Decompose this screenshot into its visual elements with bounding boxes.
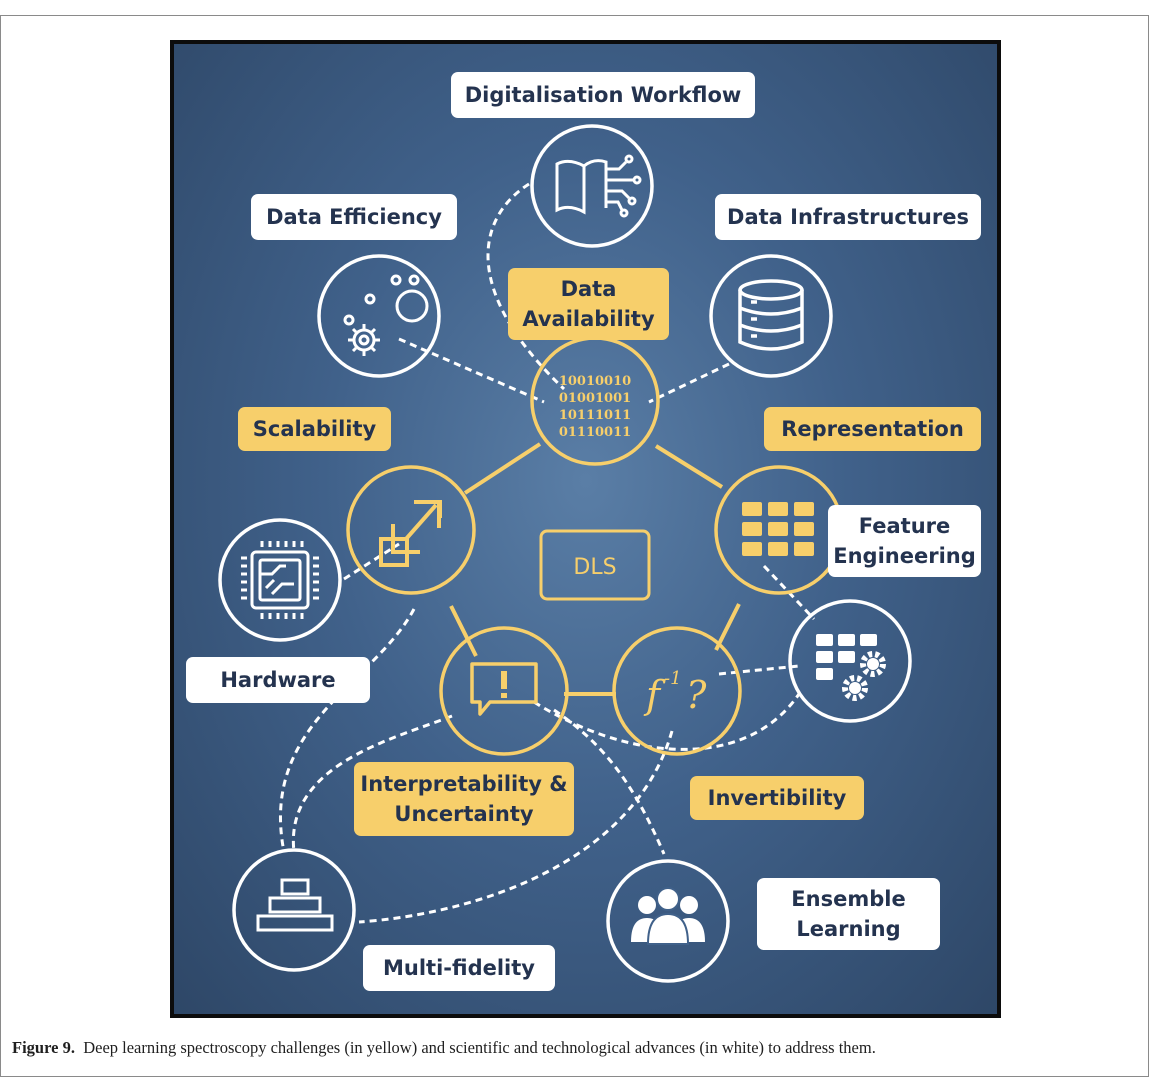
hardware-circle (218, 518, 342, 642)
figure-caption: Figure 9. Deep learning spectroscopy cha… (12, 1038, 1142, 1058)
figure-frame (0, 15, 1149, 1077)
svg-text:-1: -1 (664, 668, 682, 689)
binary-line-4: 01110011 (559, 425, 631, 440)
connector-data-efficiency (398, 337, 545, 404)
invertibility-circle (612, 626, 742, 756)
caption-text: Deep learning spectroscopy challenges (i… (83, 1038, 876, 1057)
dashed-connectors (279, 182, 816, 924)
binary-line-2: 01001001 (559, 391, 631, 406)
scalability-label: Scalability (238, 407, 391, 451)
hardware-label: Hardware (186, 657, 370, 703)
grid-icon (742, 502, 814, 556)
book-circuit-icon (555, 154, 642, 218)
diagram-canvas: DLS 10010010 01001001 10111011 01110011 (218, 124, 912, 983)
binary-line-3: 10111011 (559, 408, 631, 423)
chip-icon (241, 541, 319, 619)
binary-line-1: 10010010 (559, 374, 631, 389)
scalability-circle (346, 465, 476, 595)
dls-box (539, 529, 651, 601)
interpretability-label: Interpretability & Uncertainty (354, 762, 574, 836)
svg-text:?: ? (686, 673, 707, 717)
binary-icon: 10010010 01001001 10111011 01110011 (559, 374, 631, 440)
ensemble-learning-label: Ensemble Learning (757, 878, 940, 950)
feature-engineering-label: Feature Engineering (828, 505, 981, 577)
ensemble-circle (606, 859, 730, 983)
connector-interpretability-feature (533, 693, 801, 751)
data-infrastructures-circle (709, 254, 833, 378)
data-efficiency-circle (317, 254, 441, 378)
pyramid-icon (256, 878, 334, 932)
database-icon (738, 279, 804, 351)
grid-gears-icon (816, 634, 886, 701)
figure-panel: DLS 10010010 01001001 10111011 01110011 (170, 40, 1001, 1018)
representation-label: Representation (764, 407, 981, 451)
connector-scalability-multifidelity (279, 608, 416, 853)
connector-invertibility-feature (718, 664, 800, 676)
gear-bubbles-icon (343, 274, 429, 356)
data-efficiency-label: Data Efficiency (251, 194, 457, 240)
advance-circles (218, 124, 912, 983)
connector-digitalisation (486, 182, 566, 391)
data-infrastructures-label: Data Infrastructures (715, 194, 981, 240)
data-availability-label: Data Availability (508, 268, 669, 340)
invertibility-label: Invertibility (690, 776, 864, 820)
caption-label: Figure 9. (12, 1038, 75, 1057)
connector-interpretability-ensemble (553, 708, 666, 855)
digitalisation-circle (530, 124, 654, 248)
multi-fidelity-circle (232, 848, 356, 972)
svg-text:f: f (643, 673, 666, 717)
expand-icon (379, 500, 442, 567)
people-icon (631, 887, 705, 945)
feature-engineering-circle (788, 599, 912, 723)
inverse-function-icon: f -1 ? (643, 668, 707, 717)
speech-bubble-icon (470, 662, 538, 716)
connector-interpretability-multifidelity (291, 714, 453, 853)
dls-label: DLS (573, 555, 616, 580)
connector-hardware (343, 542, 400, 581)
challenge-pentagon (449, 442, 741, 696)
connector-data-infrastructures (648, 362, 730, 404)
multi-fidelity-label: Multi-fidelity (363, 945, 555, 991)
connector-invertibility-multifidelity (358, 730, 674, 924)
interpretability-circle (439, 626, 569, 756)
digitalisation-workflow-label: Digitalisation Workflow (451, 72, 755, 118)
